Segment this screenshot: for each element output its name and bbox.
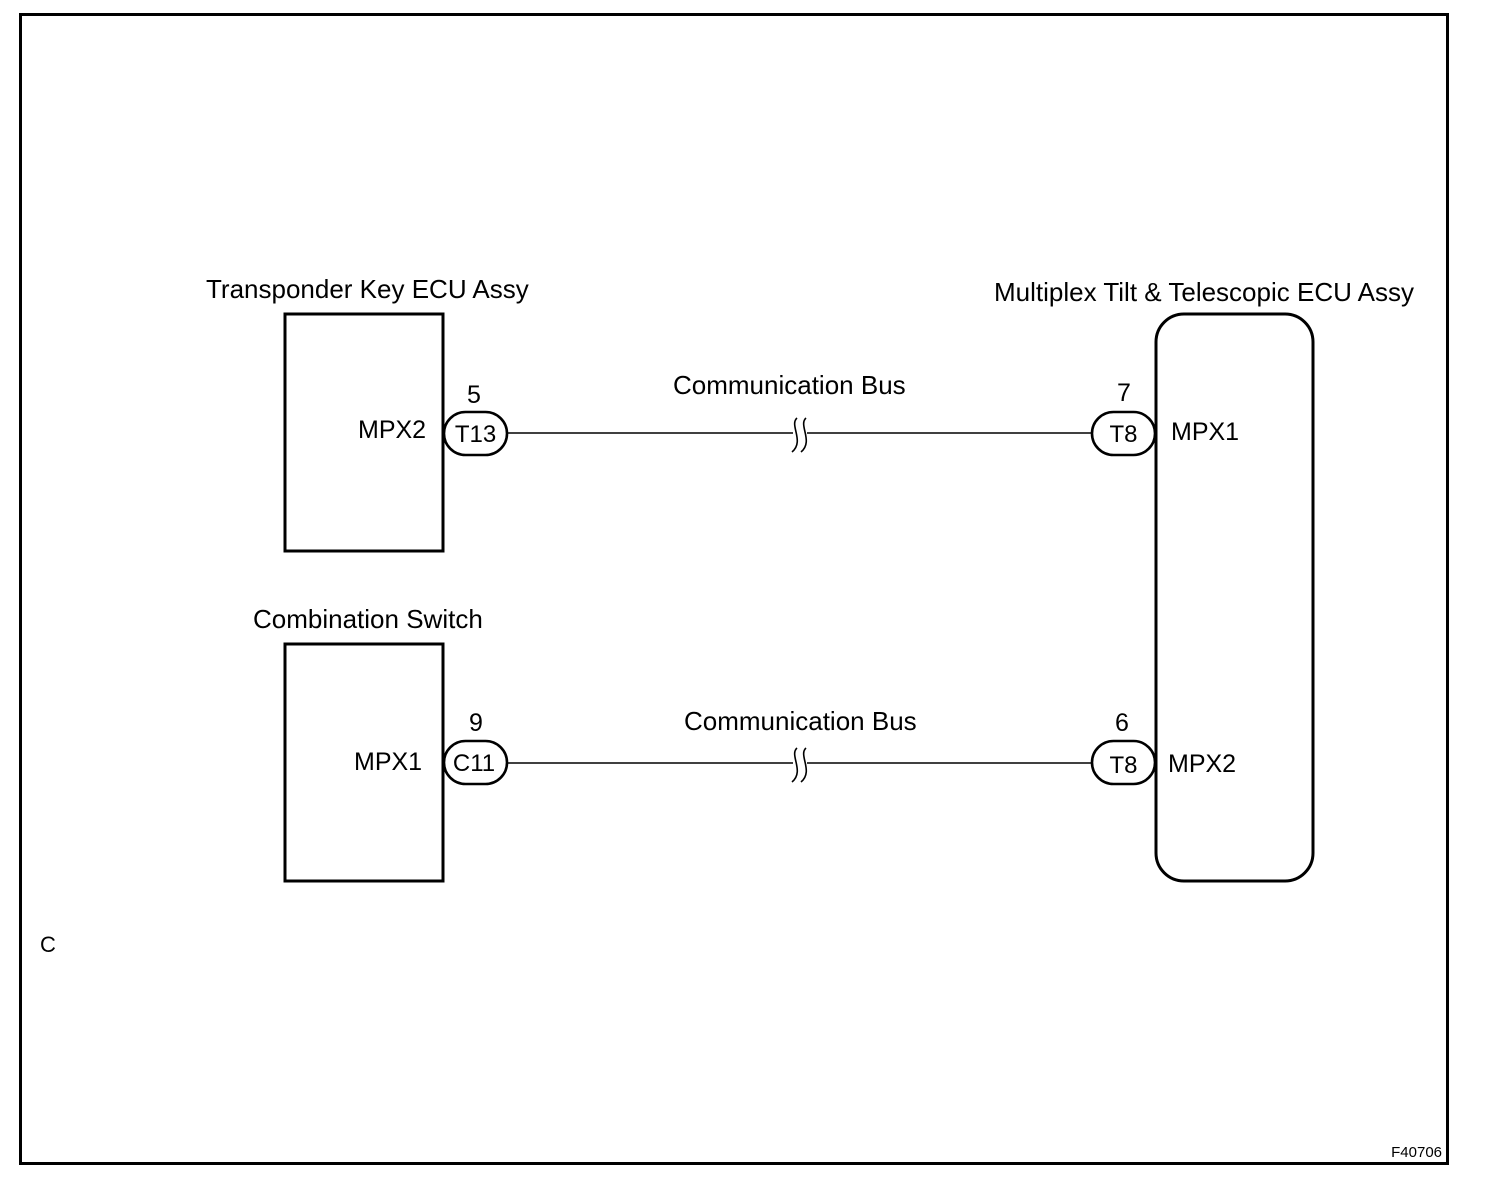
multiplex-bottom-connector-oval xyxy=(1090,739,1157,786)
top-bus-label: Communication Bus xyxy=(673,370,906,400)
bottom-bus-break-mark-1 xyxy=(791,747,798,783)
connector-transponder: 5 T13 xyxy=(442,381,509,457)
bottom-bus-label: Communication Bus xyxy=(684,706,917,736)
multiplex-bottom-pin-number: 6 xyxy=(1115,709,1129,737)
multiplex-top-connector-code: T8 xyxy=(1109,421,1137,448)
figure-code: F40706 xyxy=(1391,1144,1442,1161)
corner-mark: C xyxy=(40,932,56,957)
multiplex-top-terminal-label: MPX1 xyxy=(1171,418,1239,446)
top-bus-break-mark-1 xyxy=(791,417,798,453)
combination-connector-code: C11 xyxy=(453,750,495,777)
multiplex-ecu: Multiplex Tilt & Telescopic ECU Assy MPX… xyxy=(994,277,1414,883)
transponder-connector-oval xyxy=(442,410,509,457)
multiplex-top-connector-oval xyxy=(1090,410,1157,457)
multiplex-bottom-terminal-label: MPX2 xyxy=(1168,750,1236,778)
multiplex-ecu-title: Multiplex Tilt & Telescopic ECU Assy xyxy=(994,277,1414,307)
transponder-ecu-title: Transponder Key ECU Assy xyxy=(206,274,529,304)
multiplex-top-pin-number: 7 xyxy=(1117,379,1131,407)
multiplex-ecu-box xyxy=(1154,312,1315,883)
transponder-terminal-label: MPX2 xyxy=(358,416,426,444)
transponder-pin-number: 5 xyxy=(467,381,481,409)
top-bus-break-mark-2 xyxy=(800,417,807,453)
connector-multiplex-bottom: 6 T8 xyxy=(1090,709,1157,786)
bottom-bus-break-mark-2 xyxy=(800,747,807,783)
connector-combination: 9 C11 xyxy=(442,709,509,786)
connector-multiplex-top: 7 T8 xyxy=(1090,379,1157,457)
top-bus: Communication Bus xyxy=(507,370,1092,453)
combination-switch-title: Combination Switch xyxy=(253,604,483,634)
combination-terminal-label: MPX1 xyxy=(354,748,422,776)
transponder-connector-code: T13 xyxy=(455,421,496,448)
bottom-bus: Communication Bus xyxy=(507,706,1092,783)
combination-connector-oval xyxy=(442,739,509,786)
diagram-frame xyxy=(19,13,1449,1165)
combination-switch: Combination Switch MPX1 xyxy=(253,604,483,883)
transponder-ecu: Transponder Key ECU Assy MPX2 xyxy=(206,274,529,553)
combination-pin-number: 9 xyxy=(469,709,483,737)
multiplex-bottom-connector-code: T8 xyxy=(1109,752,1137,779)
